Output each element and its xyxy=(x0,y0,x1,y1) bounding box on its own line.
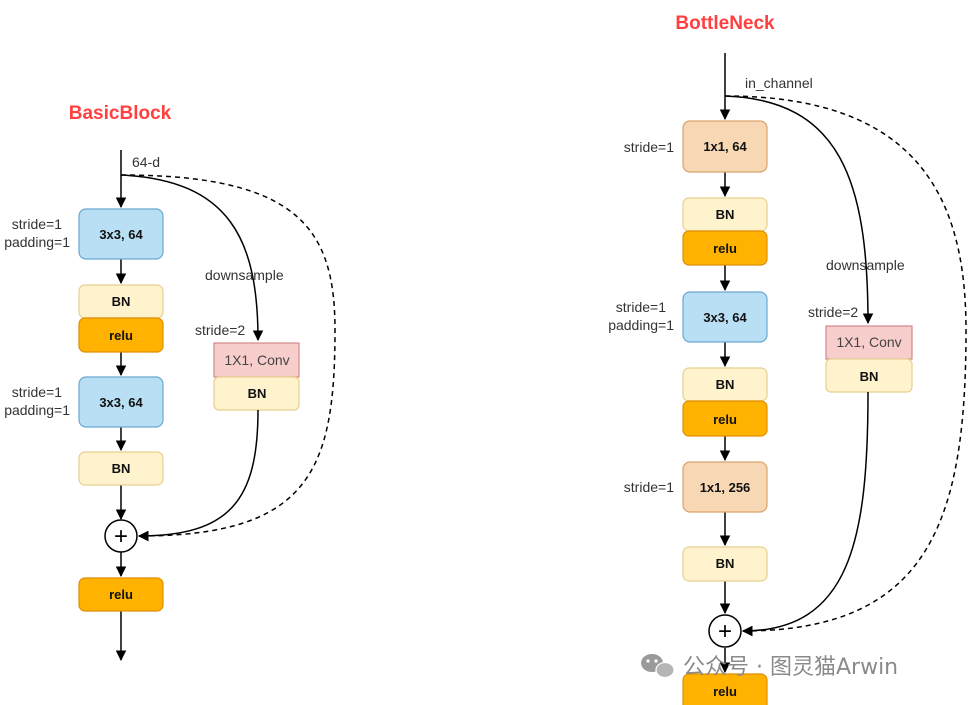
bottleneck-title: BottleNeck xyxy=(675,13,775,34)
bn-add-node xyxy=(708,614,742,648)
basic-relu-out-label: relu xyxy=(109,587,133,602)
wechat-icon xyxy=(641,654,675,679)
basic-downsample-path xyxy=(120,174,264,342)
basic-conv1-stride: stride=1 xyxy=(12,216,62,232)
bn-relu1-box xyxy=(682,230,768,266)
basic-conv2-label: 3x3, 64 xyxy=(99,395,143,410)
bn-bn3-label: BN xyxy=(716,556,735,571)
basic-block-title: BasicBlock xyxy=(69,103,172,124)
bn-conv1-label: 1x1, 64 xyxy=(703,139,747,154)
bn-conv3-label: 1x1, 256 xyxy=(700,480,751,495)
bn-downsample-stride: stride=2 xyxy=(808,304,858,320)
basic-ds-conv-box xyxy=(213,342,300,378)
bn-identity-shortcut xyxy=(724,95,967,637)
basic-conv1-box xyxy=(78,208,164,260)
basic-block: BasicBlock 64-d 3x3, 64 stride=1 padding… xyxy=(4,103,336,662)
basic-ds-to-add-path xyxy=(137,409,259,542)
basic-conv1-label: 3x3, 64 xyxy=(99,227,143,242)
bn-ds-bn-box xyxy=(825,358,913,393)
basic-add-node xyxy=(104,519,138,553)
basic-conv2-padding: padding=1 xyxy=(4,402,70,418)
basic-bn1-label: BN xyxy=(112,294,131,309)
basic-ds-conv-label: 1X1, Conv xyxy=(224,352,289,368)
bn-relu1-label: relu xyxy=(713,241,737,256)
bn-conv2-box xyxy=(682,291,768,343)
basic-bn2-label: BN xyxy=(112,461,131,476)
bn-relu2-box xyxy=(682,400,768,437)
bn-conv3-stride: stride=1 xyxy=(624,479,674,495)
bn-conv2-stride: stride=1 xyxy=(616,299,666,315)
bn-bn2-label: BN xyxy=(716,377,735,392)
basic-conv2-box xyxy=(78,376,164,428)
bn-ds-to-add-path xyxy=(741,391,869,637)
basic-bn2-box xyxy=(78,451,164,486)
bn-relu-out-box xyxy=(682,673,768,705)
bn-input-label: in_channel xyxy=(745,75,813,91)
basic-conv2-stride: stride=1 xyxy=(12,384,62,400)
bn-conv2-label: 3x3, 64 xyxy=(703,310,747,325)
watermark: 公众号 · 图灵猫Arwin xyxy=(641,654,898,680)
bn-ds-conv-label: 1X1, Conv xyxy=(836,334,901,350)
bn-add-symbol: + xyxy=(718,618,732,645)
basic-ds-bn-box xyxy=(213,376,300,411)
bn-downsample-label: downsample xyxy=(826,257,905,273)
bn-downsample-path xyxy=(724,95,874,325)
basic-downsample-stride: stride=2 xyxy=(195,322,245,338)
basic-relu1-box xyxy=(78,317,164,353)
bn-ds-bn-label: BN xyxy=(860,369,879,384)
basic-conv1-padding: padding=1 xyxy=(4,234,70,250)
bn-conv3-box xyxy=(682,461,768,513)
basic-relu1-label: relu xyxy=(109,328,133,343)
basic-relu-out-box xyxy=(78,577,164,612)
bn-relu2-label: relu xyxy=(713,412,737,427)
basic-identity-shortcut xyxy=(120,174,336,542)
watermark-text: 公众号 · 图灵猫Arwin xyxy=(683,655,898,680)
bn-bn3-box xyxy=(682,546,768,582)
bn-bn1-label: BN xyxy=(716,207,735,222)
basic-ds-bn-label: BN xyxy=(248,386,267,401)
basic-add-symbol: + xyxy=(114,523,128,550)
basic-input-label: 64-d xyxy=(132,154,160,170)
basic-downsample-label: downsample xyxy=(205,267,284,283)
bn-conv1-box xyxy=(682,120,768,173)
bottleneck-block: BottleNeck in_channel 1x1, 64 stride=1 B… xyxy=(608,13,967,705)
bn-conv2-padding: padding=1 xyxy=(608,317,674,333)
bn-conv1-stride: stride=1 xyxy=(624,139,674,155)
bn-ds-conv-box xyxy=(825,325,913,360)
bn-relu-out-label: relu xyxy=(713,684,737,699)
